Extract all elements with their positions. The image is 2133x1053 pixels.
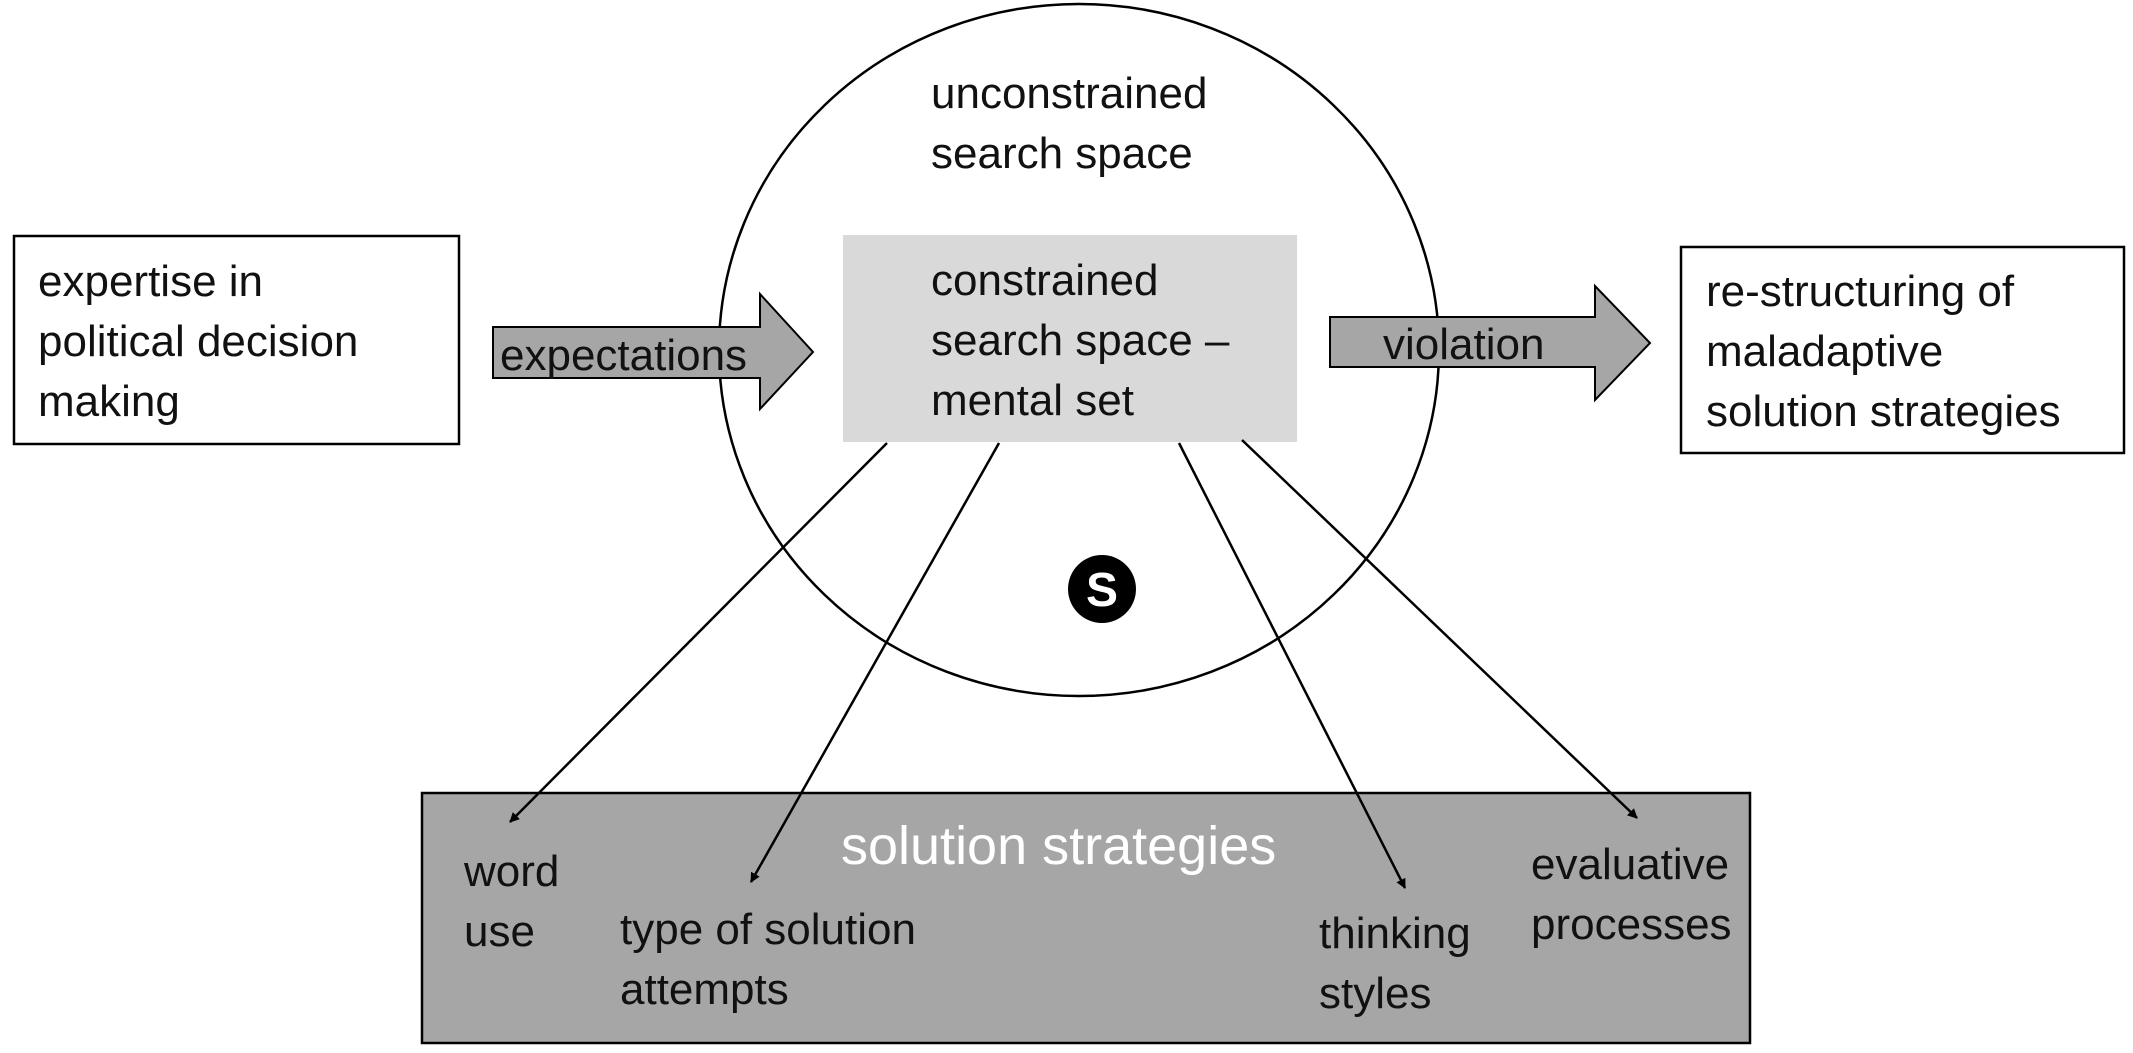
solution-strategies-panel (420, 791, 1752, 1045)
strategy-solution-attempts: type of solution attempts (620, 905, 916, 1014)
solution-strategies-title: solution strategies (841, 816, 1277, 876)
violation-label: violation (1383, 320, 1545, 369)
input-box (12, 234, 461, 446)
arrow-to-thinking-styles (1177, 442, 1407, 889)
arrow-to-word-use (509, 442, 888, 823)
strategy-evaluative-processes: evaluative processes (1531, 840, 1732, 949)
output-box (1679, 245, 2126, 455)
constrained-search-space-label: constrained search space – mental set (931, 256, 1230, 425)
strategy-thinking-styles: thinking styles (1319, 909, 1471, 1018)
s-marker-icon (1068, 555, 1136, 623)
expectations-label: expectations (500, 331, 748, 380)
constrained-search-space-box (843, 235, 1297, 442)
strategy-word-use: word use (464, 847, 560, 956)
violation-arrow (1329, 283, 1652, 403)
s-marker-label: S (1086, 564, 1118, 617)
input-box-text: expertise in political decision making (38, 257, 359, 426)
expectations-arrow (492, 291, 815, 412)
arrow-to-solution-attempts (749, 442, 1001, 883)
output-box-text: re-structuring of maladaptive solution s… (1706, 267, 2061, 436)
unconstrained-search-space-label: unconstrained search space (931, 69, 1208, 178)
arrow-to-evaluative-processes (1241, 439, 1638, 819)
